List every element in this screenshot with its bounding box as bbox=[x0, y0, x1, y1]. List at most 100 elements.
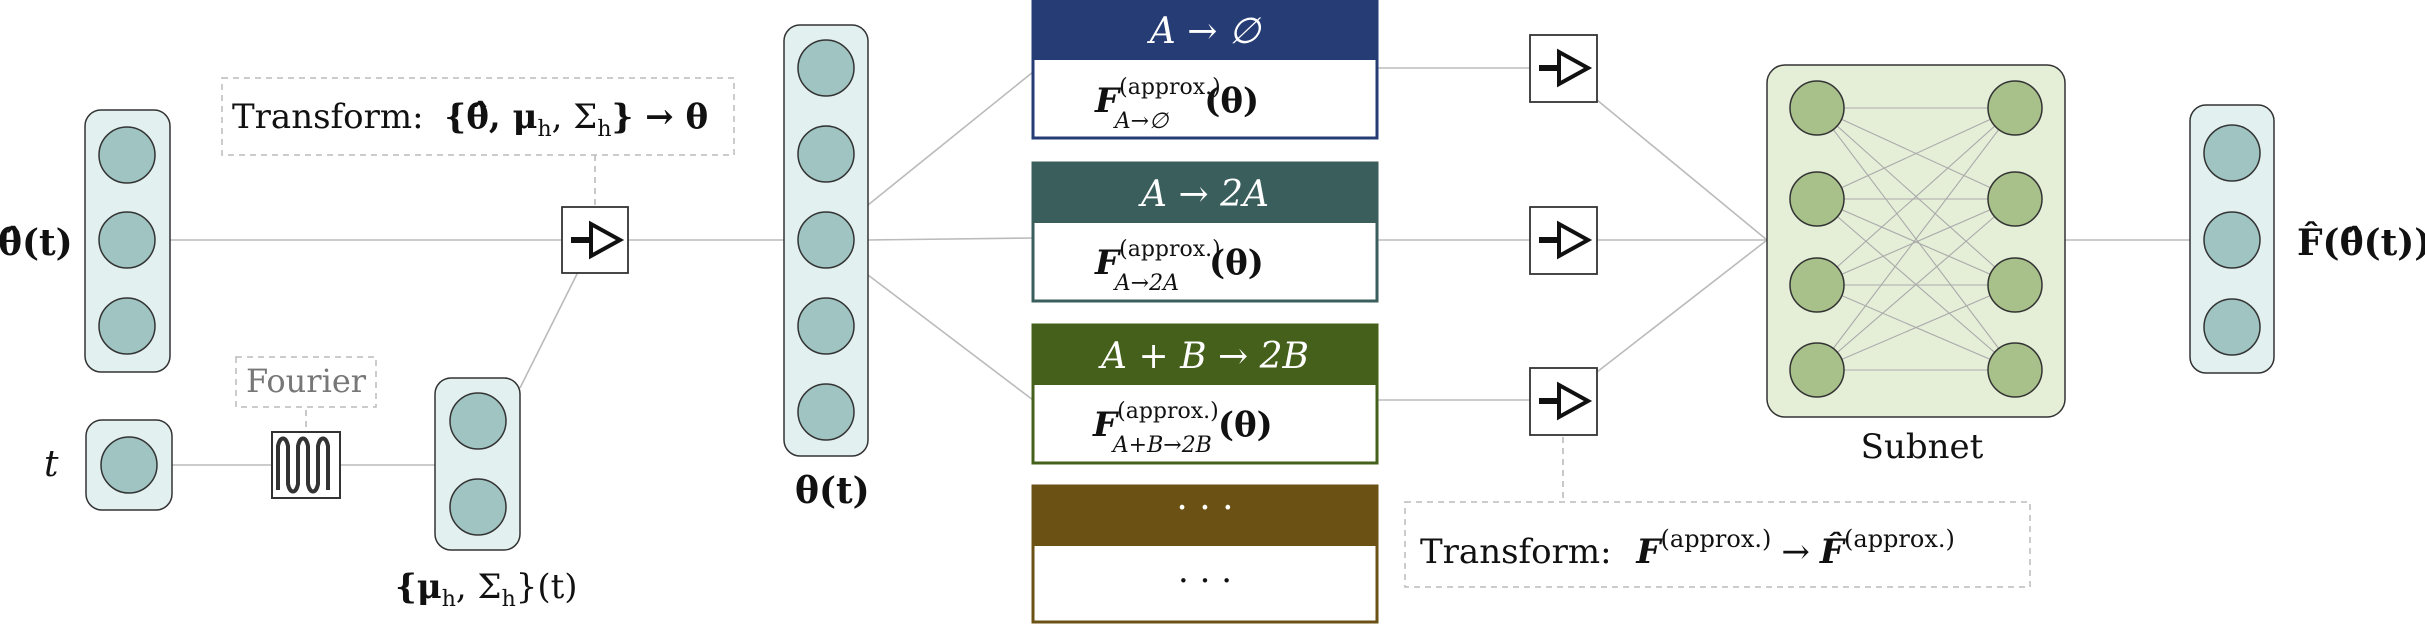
reaction-block-more: · · · · · · bbox=[1031, 484, 1379, 624]
transform-top-sub1: h bbox=[537, 117, 551, 142]
subnet-neuron bbox=[1987, 171, 2043, 227]
transform-bottom-rhs-sup: (approx.) bbox=[1844, 525, 1955, 553]
transform-bottom-lhs-sup: (approx.) bbox=[1661, 525, 1772, 553]
mu-sigma-mid: , Σ bbox=[456, 567, 502, 607]
edge-transform-1-to-subnet bbox=[1596, 99, 1768, 241]
neuron bbox=[2203, 211, 2261, 269]
neuron bbox=[98, 126, 156, 184]
subnet-edge bbox=[1816, 198, 2016, 371]
reaction-function-sub: A+B→2B bbox=[1111, 433, 1212, 458]
reaction-header bbox=[1033, 163, 1377, 223]
transform-top-sub2: h bbox=[597, 117, 611, 142]
theta-layer bbox=[783, 24, 869, 457]
arrow-right-icon bbox=[1539, 220, 1593, 260]
mu-sigma-sub-h: h bbox=[442, 587, 456, 612]
reaction-function-symbol: F bbox=[1092, 405, 1120, 445]
edge-musigma-to-transform bbox=[519, 271, 579, 389]
f-hat-output-label: F̂(θ̂(t)) bbox=[2297, 221, 2425, 264]
subnet-neurons bbox=[1789, 80, 2043, 398]
subnet-edge bbox=[1816, 284, 2016, 371]
subnet-edge bbox=[1816, 107, 2016, 200]
fourier-block: Fourier bbox=[235, 356, 377, 499]
dashed-connectors bbox=[305, 155, 1564, 500]
neuron bbox=[2203, 298, 2261, 356]
transform-top-expr: {θ̂, μ bbox=[444, 97, 537, 137]
theta-label: θ(t) bbox=[795, 470, 870, 512]
subnet-neuron bbox=[1987, 80, 2043, 136]
edge-theta-to-reaction-2 bbox=[867, 237, 1034, 241]
reaction-function-arg: (θ) bbox=[1218, 405, 1273, 445]
reaction-title: A + B → 2B bbox=[1098, 336, 1309, 377]
transform-top-prefix: Transform: bbox=[232, 97, 424, 137]
mu-sigma-layer bbox=[434, 377, 521, 551]
neuron bbox=[100, 436, 158, 494]
transform-top-end: } → θ bbox=[611, 97, 708, 137]
reaction-block-1: A → ∅ F(approx.) A→∅ (θ) bbox=[1031, 0, 1379, 140]
transform-top-label-box bbox=[221, 77, 735, 156]
reaction-block-2: A → 2A F(approx.)A→2A(θ) bbox=[1031, 161, 1379, 303]
reaction-function: F(approx.) A→∅ (θ) bbox=[1094, 75, 1259, 134]
reaction-title: A → ∅ bbox=[1147, 11, 1262, 52]
mu-sigma-sub-h2: h bbox=[502, 587, 516, 612]
input-t-layer bbox=[85, 419, 173, 511]
edge-theta-to-reaction-1 bbox=[867, 71, 1034, 206]
transform-bottom-arrow: → bbox=[1781, 532, 1810, 572]
neuron bbox=[98, 297, 156, 355]
reaction-title: · · · bbox=[1176, 488, 1233, 529]
arrow-right-icon bbox=[1539, 48, 1593, 88]
neuron bbox=[98, 211, 156, 269]
reaction-function-sub: A→2A bbox=[1113, 271, 1179, 296]
subnet-neuron bbox=[1987, 257, 2043, 313]
transform-bottom-prefix: Transform: bbox=[1420, 532, 1612, 572]
neuron bbox=[797, 297, 855, 355]
transform-top-block: Transform: {θ̂, μh, Σh} → θ bbox=[221, 77, 735, 274]
reaction-function: F(approx.) A→2A (θ) bbox=[1094, 237, 1264, 296]
connection-lines bbox=[170, 67, 2190, 466]
edge-theta-to-reaction-3 bbox=[867, 274, 1034, 401]
mu-sigma-open: {μ bbox=[395, 567, 442, 607]
transform-box-1 bbox=[1529, 34, 1598, 103]
transform-bottom-rhs: F̂ bbox=[1819, 531, 1847, 572]
fourier-label-box bbox=[235, 356, 377, 408]
reaction-function-sup: (approx.) bbox=[1117, 399, 1219, 424]
transform-bottom-label-box bbox=[1404, 501, 2031, 588]
mu-sigma-label: {μh, Σh}(t) bbox=[395, 567, 578, 612]
t-label: t bbox=[44, 444, 59, 485]
reaction-function-arg: (θ) bbox=[1209, 243, 1264, 283]
edge-transform-3-to-subnet bbox=[1596, 239, 1768, 373]
reaction-function-arg: (θ) bbox=[1204, 81, 1259, 121]
reaction-body-box bbox=[1031, 0, 1379, 140]
reaction-body-box bbox=[1031, 484, 1379, 624]
neuron bbox=[2203, 124, 2261, 182]
transform-top-label: Transform: {θ̂, μh, Σh} → θ bbox=[232, 97, 708, 142]
reaction-header bbox=[1033, 486, 1377, 546]
reaction-ellipsis: · · · bbox=[1178, 561, 1232, 601]
fourier-label: Fourier bbox=[246, 362, 367, 400]
output-layer bbox=[2189, 104, 2275, 374]
neuron bbox=[449, 478, 507, 536]
transform-bottom-label: Transform: F(approx.)→F̂(approx.) bbox=[1420, 525, 1955, 572]
reaction-function-sup: (approx.) bbox=[1119, 75, 1221, 100]
subnet-neuron bbox=[1789, 257, 1845, 313]
reaction-body-box bbox=[1031, 161, 1379, 303]
transform-box-2 bbox=[1529, 206, 1598, 275]
arrow-right-icon bbox=[1539, 381, 1593, 421]
subnet-edges bbox=[1816, 107, 2016, 371]
neuron bbox=[797, 383, 855, 441]
reaction-body-box bbox=[1031, 323, 1379, 465]
subnet-neuron bbox=[1789, 80, 1845, 136]
reaction-function-sup: (approx.) bbox=[1119, 237, 1221, 262]
reaction-function: F(approx.) A+B→2B(θ) bbox=[1092, 399, 1273, 458]
reaction-function-symbol: F bbox=[1094, 81, 1122, 121]
subnet-block: Subnet bbox=[1766, 64, 2066, 467]
subnet-neuron bbox=[1987, 342, 2043, 398]
subnet-edge bbox=[1816, 198, 2016, 286]
neuron bbox=[449, 392, 507, 450]
subnet-neuron bbox=[1789, 342, 1845, 398]
reaction-function-sub: A→∅ bbox=[1113, 109, 1169, 134]
subnet-edge bbox=[1816, 107, 2016, 371]
reaction-function-symbol: F bbox=[1094, 243, 1122, 283]
reaction-header bbox=[1033, 0, 1377, 60]
subnet-label: Subnet bbox=[1861, 427, 1984, 467]
